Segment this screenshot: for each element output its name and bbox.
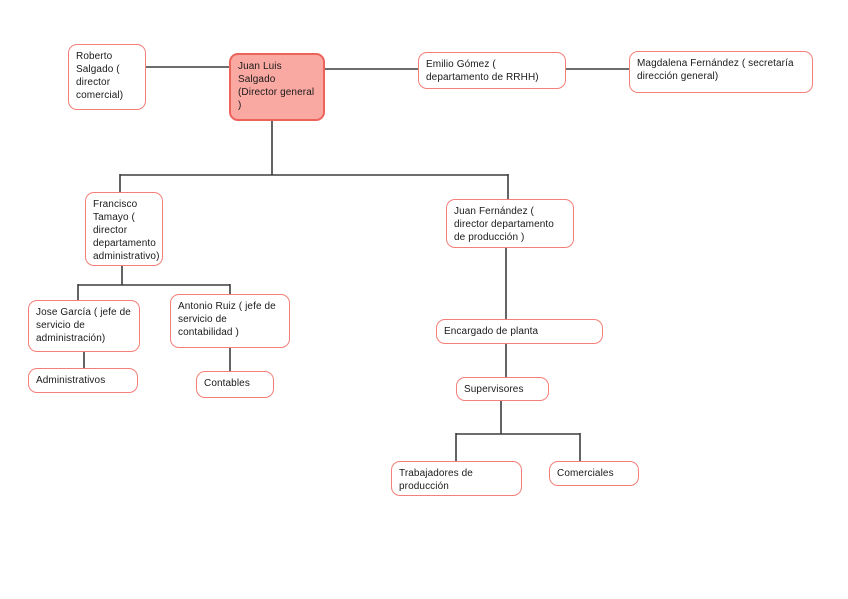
org-node-encargado-de-planta: Encargado de planta: [436, 319, 603, 344]
node-label: Juan Fernández ( director departamento d…: [454, 206, 554, 243]
org-node-comerciales: Comerciales: [549, 461, 639, 486]
node-label: Comerciales: [557, 468, 614, 479]
org-node-supervisores: Supervisores: [456, 377, 549, 401]
node-label: Encargado de planta: [444, 326, 539, 337]
org-node-juan-fernandez: Juan Fernández ( director departamento d…: [446, 199, 574, 248]
node-label: Trabajadores de producción: [399, 468, 473, 492]
node-label: Francisco Tamayo ( director departamento…: [93, 199, 160, 262]
node-label: Administrativos: [36, 375, 106, 386]
org-node-antonio-ruiz: Antonio Ruiz ( jefe de servicio de conta…: [170, 294, 290, 348]
org-node-administrativos: Administrativos: [28, 368, 138, 393]
org-node-magdalena-fernandez: Magdalena Fernández ( secretaría direcci…: [629, 51, 813, 93]
org-node-jose-garcia: Jose García ( jefe de servicio de admini…: [28, 300, 140, 352]
org-node-contables: Contables: [196, 371, 274, 398]
node-label: Jose García ( jefe de servicio de admini…: [36, 307, 131, 344]
org-node-trabajadores-de-produccion: Trabajadores de producción: [391, 461, 522, 496]
node-label: Roberto Salgado ( director comercial): [76, 51, 124, 101]
node-label: Emilio Gómez ( departamento de RRHH): [426, 59, 539, 83]
node-label: Antonio Ruiz ( jefe de servicio de conta…: [178, 301, 276, 338]
node-label: Magdalena Fernández ( secretaría direcci…: [637, 58, 794, 82]
node-label: Contables: [204, 378, 250, 389]
node-label: Supervisores: [464, 384, 524, 395]
org-node-francisco-tamayo: Francisco Tamayo ( director departamento…: [85, 192, 163, 266]
org-node-juan-luis-salgado: Juan Luis Salgado (Director general ): [229, 53, 325, 121]
org-node-roberto-salgado: Roberto Salgado ( director comercial): [68, 44, 146, 110]
org-node-emilio-gomez: Emilio Gómez ( departamento de RRHH): [418, 52, 566, 89]
node-label: Juan Luis Salgado (Director general ): [238, 61, 315, 111]
